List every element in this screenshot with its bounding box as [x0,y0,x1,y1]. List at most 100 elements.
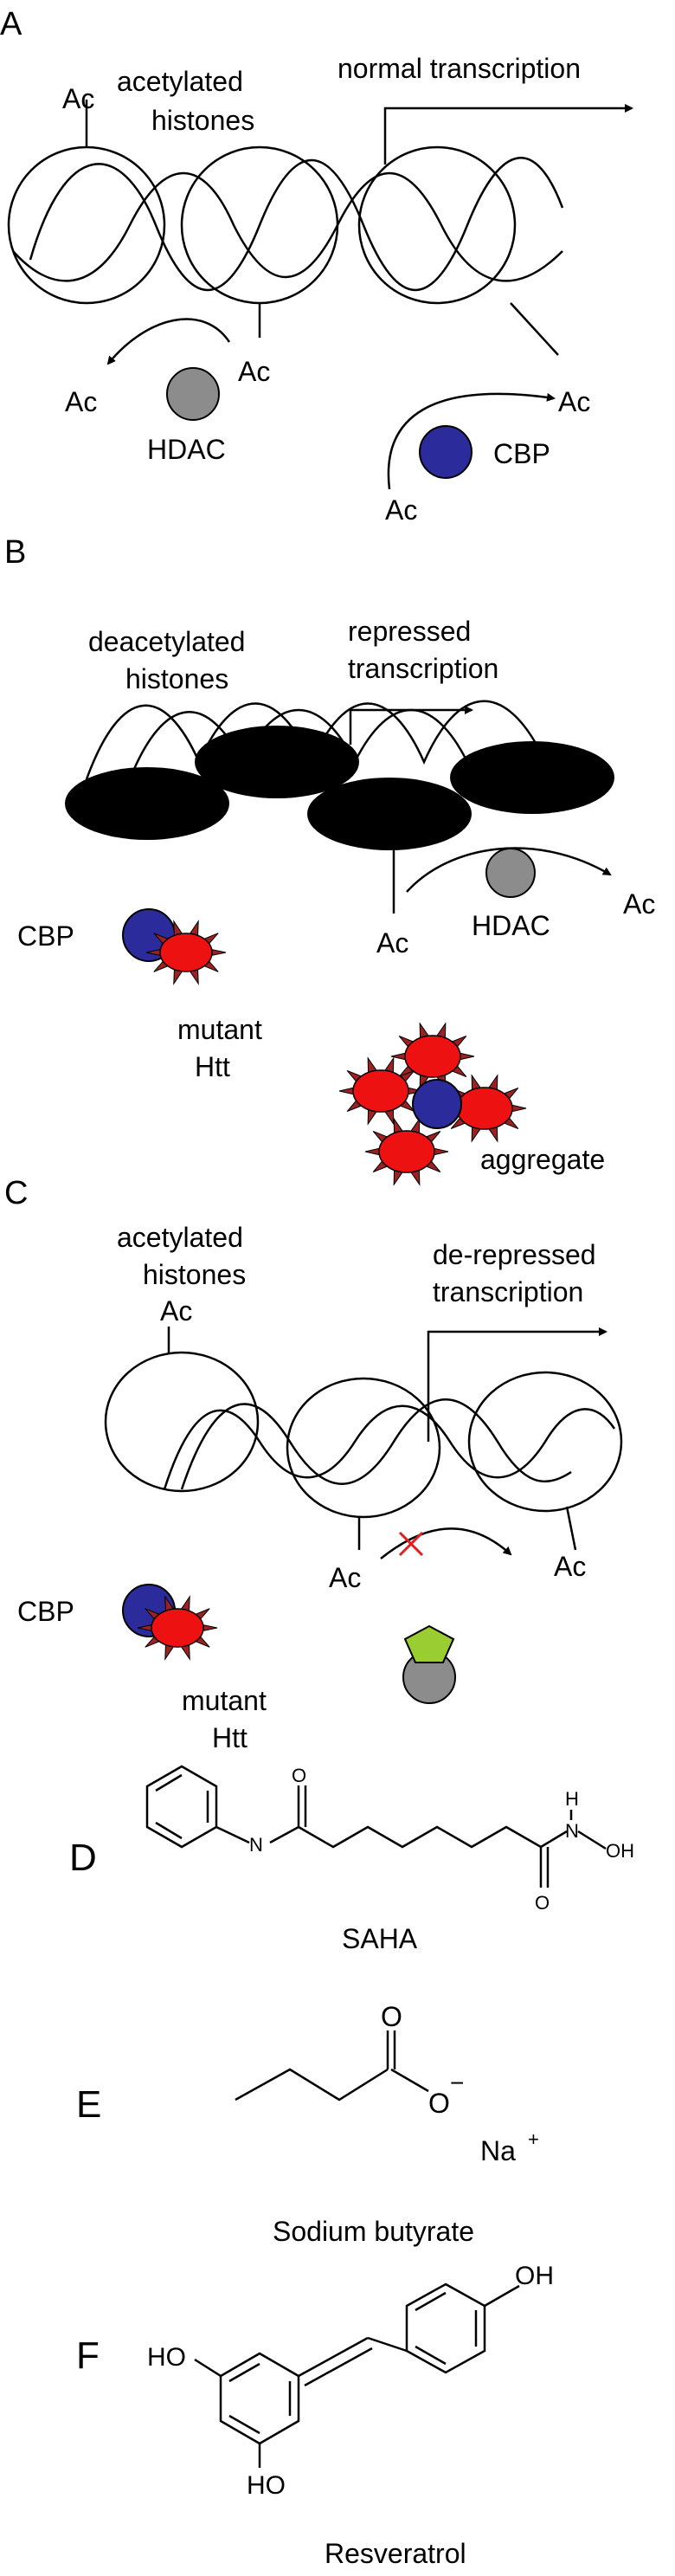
saha-hydroxyl: OH [606,1840,634,1862]
saha-nitrogen: N [565,1820,579,1842]
histones-label: histones [143,1259,246,1290]
mutant-label: mutant [182,1685,267,1716]
dna-strand-2 [180,1398,572,1490]
acetylated-label: acetylated [117,1222,243,1253]
histone-tail [510,302,559,356]
panel-e-letter: E [76,2083,101,2126]
positive-charge: + [528,2128,539,2150]
dna-strand-2 [12,172,563,282]
condensed-histone [195,726,359,798]
ac-label: Ac [65,386,97,417]
histone-circle-1 [7,145,166,305]
ac-label: Ac [160,1295,192,1327]
saha-hydrogen: H [565,1788,579,1810]
ac-label: Ac [623,888,655,920]
ac-label: Ac [329,1562,361,1593]
cbp-enzyme [412,1079,462,1129]
acetylated-nucleosome-array [7,100,564,356]
hydroxyl-label: HO [247,2471,286,2500]
transcription-arrow [349,706,473,745]
panel-c-letter: C [4,1175,28,1211]
resorcinol-ring [219,2352,300,2445]
ac-label: Ac [558,386,590,417]
panel-f-resveratrol: F HO HO OH Resveratrol [76,2262,554,2569]
hdac-label: HDAC [147,434,226,465]
butyrate-oxygen: O [428,2088,450,2119]
ac-label: Ac [385,494,417,526]
histones-label: histones [151,105,254,136]
cbp-label: CBP [493,438,550,469]
hdac-enzyme [485,848,536,898]
histone-circle-3 [357,145,517,305]
saha-oxygen: O [292,1765,306,1786]
transcription-label: transcription [348,653,498,684]
htt-spiky-protein [364,1117,449,1186]
resveratrol-name: Resveratrol [325,2538,466,2569]
panel-c: C acetylated histones Ac de-repressed tr… [4,1175,623,1753]
saha-name: SAHA [342,1923,418,1954]
panel-d-letter: D [69,1837,97,1879]
panel-b-letter: B [4,534,26,571]
saha-nitrogen: N [249,1834,263,1856]
hdac-inhibitor [403,1624,455,1663]
acetylation-arrow [387,392,556,490]
htt-spiky-protein [338,1056,423,1126]
transcription-arrow [383,104,633,165]
negative-charge: − [450,2069,464,2096]
ac-label: Ac [554,1551,586,1582]
dna-strand-1 [163,1404,616,1490]
htt-label: Htt [195,1051,230,1082]
histone-tail [565,1506,577,1551]
htt-body [159,933,213,972]
butyrate-oxygen: O [381,2001,402,2032]
butyrate-structure [235,2030,429,2101]
normal-transcription-label: normal transcription [338,53,581,84]
saha-oxygen: O [535,1892,550,1914]
htt-body [456,1087,513,1130]
histones-label: histones [125,663,228,694]
mutant-htt-protein [145,920,227,985]
cbp-enzyme [419,425,472,479]
repressed-label: repressed [348,616,471,647]
htt-spiky-protein [137,1595,218,1661]
panel-a: A Ac acetylated histones normal transcri… [0,6,633,526]
transcription-label: transcription [433,1276,583,1307]
mutant-htt-protein [137,1595,218,1661]
htt-spiky-protein [145,920,227,985]
deacetylation-arrow [106,318,231,365]
condensed-histone [450,741,614,814]
compacted-chromatin [65,700,614,850]
panel-e-butyrate: E O O − Na + Sodium butyrate [76,2001,539,2247]
aggregate-label: aggregate [480,1144,605,1175]
cbp-label: CBP [17,1596,74,1627]
dna-strand-1 [29,157,564,292]
panel-a-letter: A [0,6,22,42]
panel-f-letter: F [76,2334,100,2377]
blocked-acetylation-arrow [406,847,612,893]
hdac-label: HDAC [472,910,550,941]
ac-label: Ac [376,927,408,959]
hydroxyl-label: HO [147,2343,186,2372]
cbp-label: CBP [17,920,74,952]
hydroxyl-label: OH [515,2262,554,2290]
panel-b: B deacetylated histones repressed transc… [4,534,655,1186]
acetylated-nucleosome-array [104,1327,623,1551]
transcription-arrow [427,1327,608,1442]
benzene-ring [145,1765,218,1849]
deacetylated-label: deacetylated [88,626,245,657]
mutant-label: mutant [177,1014,262,1045]
histone-circle-2 [286,1377,441,1519]
htt-body [151,1608,204,1648]
derepressed-label: de-repressed [433,1239,596,1270]
saha-structure [145,1765,607,1888]
ac-label: Ac [238,356,270,387]
blocked-deacetylation-arrow [380,1527,512,1559]
hdac-enzyme [166,367,220,421]
histone-circle-3 [467,1371,623,1513]
condensed-histone [307,778,472,850]
htt-body [352,1069,409,1113]
htt-label: Htt [212,1722,248,1753]
panel-d-saha: D N O O N H OH SAHA [69,1765,634,1954]
sodium-label: Na [480,2135,516,2166]
